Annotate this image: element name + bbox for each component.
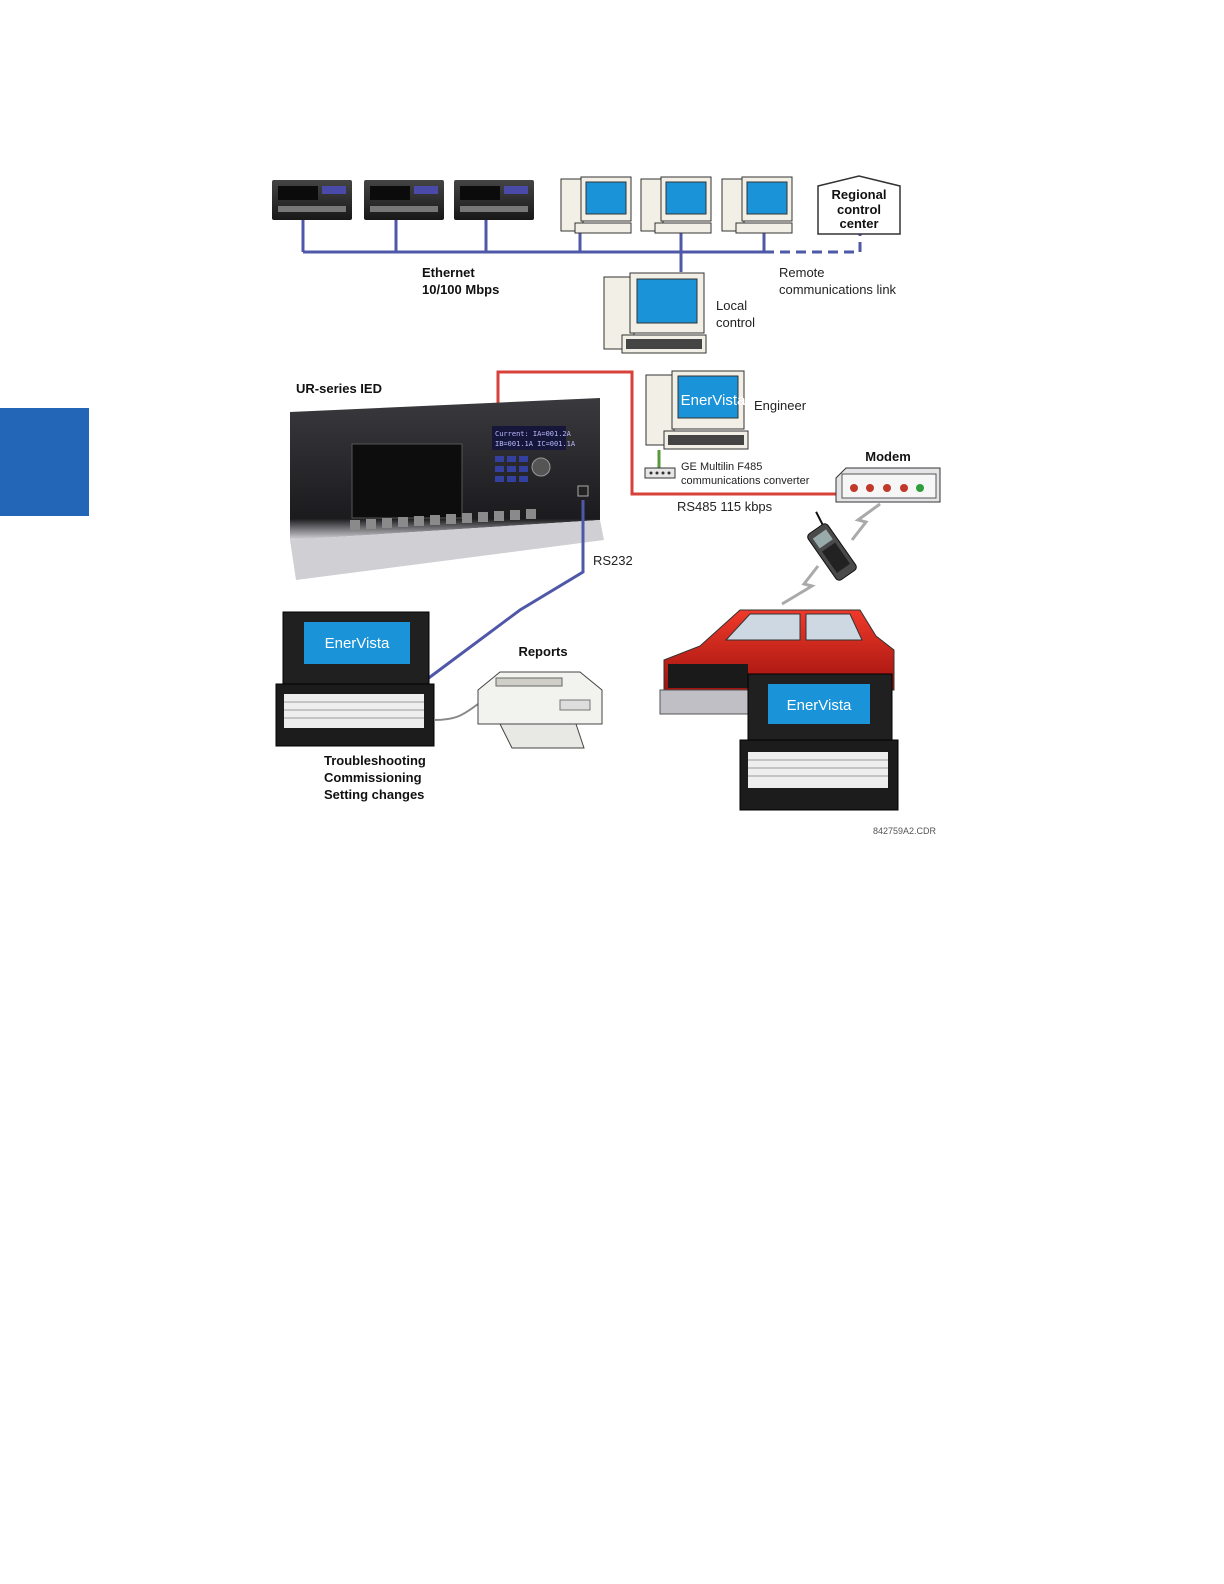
truck-laptop-screen-brand: EnerVista (787, 697, 852, 714)
modem-label: Modem (865, 449, 911, 464)
rs485-link (496, 370, 838, 496)
workstation (640, 176, 712, 234)
ur-ied-label: UR-series IED (296, 381, 382, 396)
ied-lcd-line1: Current: IA=001.2A (495, 430, 572, 438)
engineer-pc (645, 370, 749, 450)
remote-link-dashed (764, 232, 862, 254)
wireless-signal-lower (781, 565, 820, 606)
local-control-pc (603, 272, 707, 354)
rs232-label: RS232 (593, 553, 633, 568)
f485-label-2: communications converter (681, 475, 810, 487)
field-laptop (275, 611, 435, 747)
f485-label-1: GE Multilin F485 (681, 461, 762, 473)
remote-label-2: communications link (779, 282, 897, 297)
wireless-signal-upper (850, 502, 881, 541)
laptop-screen-brand: EnerVista (325, 635, 390, 652)
printer-cable (433, 703, 479, 721)
regional-label-1: Regional (832, 187, 887, 202)
f485-converter (644, 467, 676, 479)
cell-phone (807, 511, 857, 581)
section-tab (0, 408, 89, 516)
tasks-label-2: Commissioning (324, 770, 422, 785)
regional-control-center: Regional control center (817, 175, 901, 235)
truck-laptop (739, 673, 899, 811)
relay-unit (454, 180, 534, 220)
engineer-label: Engineer (754, 398, 807, 413)
remote-label-1: Remote (779, 265, 825, 280)
modem (835, 467, 941, 503)
regional-label-3: center (839, 216, 878, 231)
rs485-label: RS485 115 kbps (677, 499, 773, 514)
tasks-label-1: Troubleshooting (324, 753, 426, 768)
relay-unit (272, 180, 352, 220)
ethernet-label-1: Ethernet (422, 265, 475, 280)
workstation (721, 176, 793, 234)
ethernet-bus (301, 216, 766, 272)
printer (477, 671, 603, 749)
ied-lcd-line2: IB=001.1A IC=001.1A (495, 440, 576, 448)
rs232-link (425, 500, 585, 682)
ethernet-label-2: 10/100 Mbps (422, 282, 499, 297)
figure-code: 842759A2.CDR (873, 826, 937, 836)
engineer-screen-brand: EnerVista (681, 392, 746, 409)
workstation (560, 176, 632, 234)
reports-label: Reports (518, 644, 567, 659)
tasks-label-3: Setting changes (324, 787, 424, 802)
ur-series-ied: Current: IA=001.2A IB=001.1A IC=001.1A (290, 398, 604, 580)
local-label-2: control (716, 315, 755, 330)
local-label-1: Local (716, 298, 747, 313)
regional-label-2: control (837, 202, 881, 217)
relay-unit (364, 180, 444, 220)
